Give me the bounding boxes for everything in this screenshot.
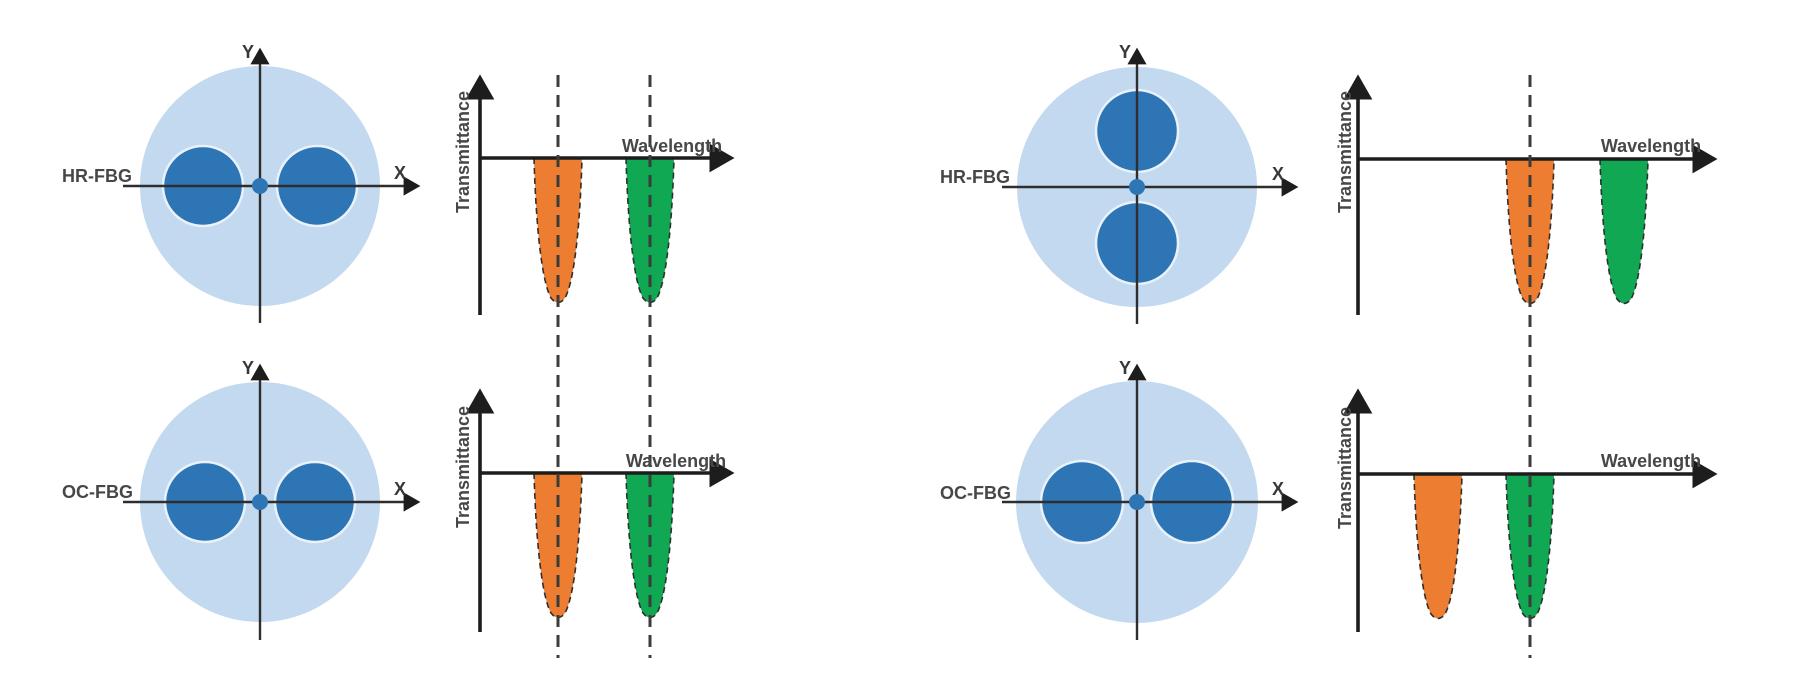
fiber-cross-section-oc-right: Y X OC-FBG xyxy=(940,358,1299,640)
x-axis-label: X xyxy=(1272,479,1284,499)
fiber-cross-section-hr-left: Y X HR-FBG xyxy=(62,42,421,323)
center-dot xyxy=(252,178,268,194)
dip-green xyxy=(1599,158,1649,305)
transmittance-label: Transmittance xyxy=(1335,91,1355,213)
x-axis-label: X xyxy=(394,479,406,499)
y-axis-label: Y xyxy=(1119,358,1131,378)
transmittance-label: Transmittance xyxy=(453,406,473,528)
transmittance-label: Transmittance xyxy=(453,91,473,213)
dip-orange xyxy=(1413,473,1463,620)
fiber-label: HR-FBG xyxy=(62,166,132,186)
spectrum-oc-right xyxy=(1343,388,1718,632)
spectrum-hr-right xyxy=(1343,74,1718,315)
fiber-label: OC-FBG xyxy=(940,483,1011,503)
wavelength-label: Wavelength xyxy=(626,451,726,471)
y-axis-label: Y xyxy=(242,358,254,378)
fiber-cross-section-hr-right: Y X HR-FBG xyxy=(940,42,1299,324)
wavelength-guides xyxy=(556,75,1532,658)
center-dot xyxy=(252,494,268,510)
spectra-labels: Transmittance Wavelength Transmittance W… xyxy=(453,91,1701,529)
fiber-cross-section-oc-left: Y X OC-FBG xyxy=(62,358,421,640)
center-dot xyxy=(1129,494,1145,510)
spectrum-oc-left xyxy=(465,388,735,632)
y-axis-label: Y xyxy=(1119,42,1131,62)
wavelength-label: Wavelength xyxy=(1601,136,1701,156)
transmittance-label: Transmittance xyxy=(1335,407,1355,529)
spectrum-hr-left xyxy=(465,74,735,315)
fiber-label: HR-FBG xyxy=(940,167,1010,187)
x-axis-label: X xyxy=(1272,164,1284,184)
y-axis-label: Y xyxy=(242,42,254,62)
x-axis-label: X xyxy=(394,163,406,183)
wavelength-label: Wavelength xyxy=(1601,451,1701,471)
center-dot xyxy=(1129,179,1145,195)
fiber-label: OC-FBG xyxy=(62,482,133,502)
wavelength-label: Wavelength xyxy=(622,136,722,156)
